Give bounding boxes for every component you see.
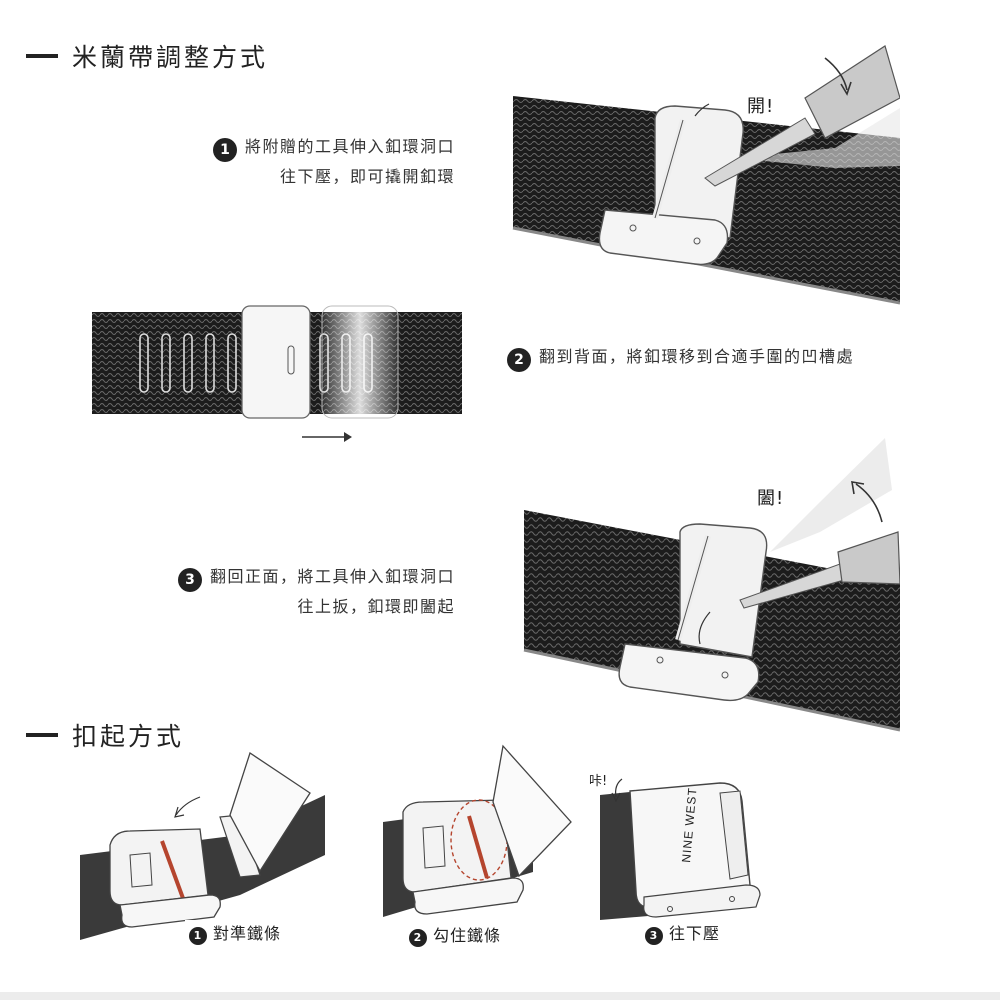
clasp-plate [598,209,729,266]
clasp-bar-edge [654,119,684,219]
title-dash-2 [26,733,58,737]
tool-handle [804,45,900,139]
step-3-text: 3 翻回正面，將工具伸入釦環洞口 往上扳，釦環即闔起 [177,562,455,622]
step-3-line1: 翻回正面，將工具伸入釦環洞口 [209,567,455,586]
section-title-clasp-text: 扣起方式 [72,722,185,751]
clasp-hole-2 [693,237,701,245]
exclaim-open: 開! [747,96,775,117]
red-bar-2 [467,815,489,879]
lift-arrow-3-head [851,481,865,495]
footer-divider [0,992,1000,1000]
illustration-back-side [92,305,462,442]
press-arrow [615,778,623,798]
clasp-hole-3a [656,656,664,664]
step-1-line1: 將附贈的工具伸入釦環洞口 [244,137,455,156]
clasp-hole-3b [721,671,729,679]
step-2-badge: 2 [507,348,531,372]
lid-2 [492,744,572,878]
step-1-text: 1 將附贈的工具伸入釦環洞口 往下壓，即可撬開釦環 [212,132,455,192]
step-3-badge: 3 [177,568,202,592]
tool-ghost-3 [770,438,892,552]
lid-1 [229,751,311,873]
clasp-plate-3 [618,643,760,702]
clasp-step-1-badge: 1 [189,926,207,945]
clasp-step-2-badge: 2 [409,928,427,947]
brand-logo: NINE WEST [679,787,700,864]
clasp-step-3-badge: 3 [645,926,663,945]
illustration-close-clasp [523,438,900,732]
clasp-step-2-label: 勾住鐵條 [433,926,502,945]
section-title-clasp: 扣起方式 [26,717,184,753]
section-title-adjust-text: 米蘭帶調整方式 [72,43,269,72]
push-arrow [824,57,848,91]
clasp-step-3-label: 往下壓 [669,924,721,943]
exclaim-click: 咔! [589,774,608,789]
step-1-badge: 1 [212,138,237,162]
clasp-closed-hole-b [729,896,735,902]
clasp-base-2 [412,877,524,915]
step-2-line1: 翻到背面，將釦環移到合適手圍的凹槽處 [539,347,855,366]
clasp-base-1 [119,894,221,928]
illustration-align-bar [80,751,325,940]
step-3-line2: 往上扳，釦環即闔起 [297,597,455,616]
move-arrow-head [344,432,352,442]
clasp-frame-1 [109,828,209,906]
clasp-window-2 [422,825,446,869]
clasp-step-1-label: 對準鐵條 [213,924,282,943]
close-arrow-3 [698,611,711,645]
tool-ghost [735,108,900,168]
red-bar-1 [160,840,186,902]
clasp-bar-3-edge [677,535,709,641]
illustration-open-clasp [512,45,900,305]
fold-arrow-1 [175,796,201,816]
tool-blade [704,117,816,187]
clasp-back-slot [287,345,295,375]
title-dash [26,54,58,58]
press-arrow-head [611,792,621,803]
clasp-ghost [321,305,399,419]
clasp-window-1 [129,852,153,888]
lift-arrow [694,103,710,117]
band-edge [512,226,900,305]
step-1-line2: 往下壓，即可撬開釦環 [279,167,455,186]
clasp-step-1: 1 對準鐵條 [185,920,286,945]
tool-handle-3 [837,531,900,585]
section-title-adjust: 米蘭帶調整方式 [26,38,268,74]
push-arrow-head [840,81,852,96]
illustration-hook-bar [383,744,572,917]
lift-arrow-3 [855,483,883,523]
clasp-closed-side [719,790,749,880]
clasp-step-2: 2 勾住鐵條 [405,922,506,947]
exclaim-close: 闔! [757,488,785,509]
clasp-closed-hole-a [667,906,673,912]
fold-arrow-1-head [174,806,185,818]
clasp-step-3: 3 往下壓 [641,920,725,945]
step-2-text: 2 翻到背面，將釦環移到合適手圍的凹槽處 [507,342,854,372]
clasp-back [241,305,311,419]
clasp-hole-1 [629,224,637,232]
clasp-frame-2 [402,799,512,893]
illustration-press-down: NINE WEST [600,778,761,920]
